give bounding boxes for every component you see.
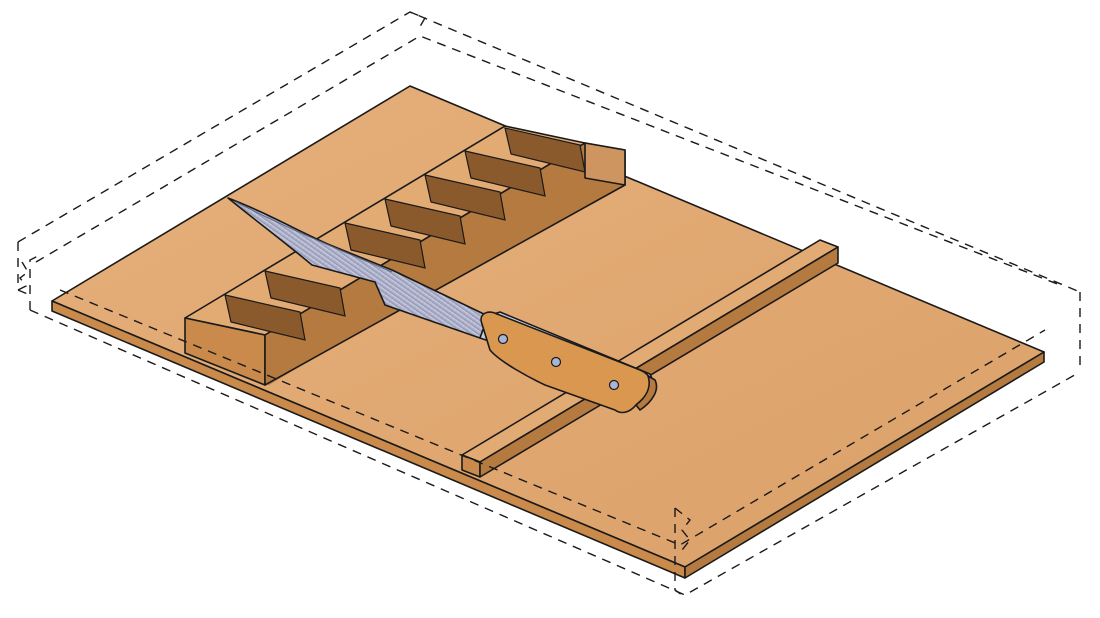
knife bbox=[227, 197, 658, 414]
rivet-icon bbox=[550, 356, 562, 368]
knife-slot bbox=[384, 198, 466, 245]
knife-slots bbox=[224, 127, 586, 341]
knife-slot bbox=[224, 294, 306, 341]
drawer-outline-back bbox=[17, 11, 1081, 310]
cutting-board bbox=[51, 85, 1045, 579]
knife-slot bbox=[504, 127, 586, 173]
knife-slot bbox=[424, 174, 506, 221]
knife-slot bbox=[264, 270, 346, 317]
knife-spine bbox=[235, 201, 393, 273]
rivet-icon bbox=[497, 333, 509, 345]
knife-block bbox=[184, 125, 626, 386]
rivet-icon bbox=[608, 379, 620, 391]
drawer-outline-front bbox=[17, 242, 1081, 599]
knife-slot bbox=[464, 150, 546, 197]
board-side-face bbox=[684, 351, 1045, 579]
knife-slot bbox=[344, 222, 426, 269]
knife-handle-side bbox=[635, 375, 658, 411]
